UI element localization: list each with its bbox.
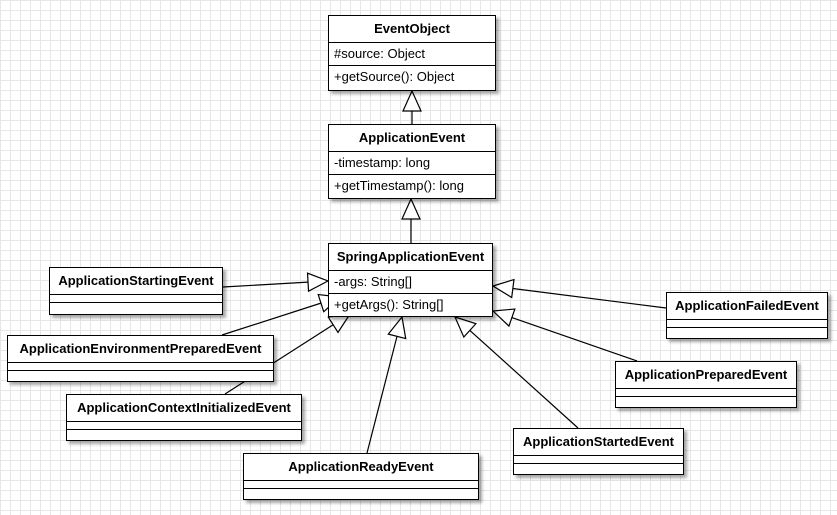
methods-section	[67, 429, 301, 438]
methods-section	[514, 463, 683, 472]
attributes-section	[50, 294, 222, 302]
methods-section	[8, 370, 273, 379]
class-application-started-event[interactable]: ApplicationStartedEvent	[513, 428, 684, 475]
methods-section	[244, 488, 478, 497]
method: +getTimestamp(): long	[334, 178, 464, 193]
method: +getSource(): Object	[334, 69, 455, 84]
class-application-environment-prepared-event[interactable]: ApplicationEnvironmentPreparedEvent	[7, 335, 274, 382]
edge-application-event-to-event-object	[402, 89, 422, 124]
methods-section: +getSource(): Object	[329, 65, 495, 88]
edge-spring-event-to-application-event	[401, 197, 421, 243]
class-name: ApplicationFailedEvent	[675, 298, 819, 313]
attribute: -args: String[]	[334, 274, 413, 289]
edge-started-to-spring	[453, 316, 579, 429]
attribute: -timestamp: long	[334, 155, 431, 170]
class-name: ApplicationReadyEvent	[288, 459, 434, 474]
generalization-arrowhead	[491, 278, 515, 299]
class-name: ApplicationEnvironmentPreparedEvent	[19, 341, 262, 356]
class-application-prepared-event[interactable]: ApplicationPreparedEvent	[615, 361, 797, 408]
methods-section: +getArgs(): String[]	[329, 293, 492, 316]
attributes-section: #source: Object	[329, 42, 495, 65]
class-application-failed-event[interactable]: ApplicationFailedEvent	[666, 292, 828, 339]
class-application-context-initialized-event[interactable]: ApplicationContextInitializedEvent	[66, 394, 302, 441]
class-name: ApplicationEvent	[358, 130, 466, 145]
methods-section: +getTimestamp(): long	[329, 174, 495, 197]
edge-line	[224, 324, 334, 395]
attributes-section	[8, 362, 273, 370]
class-name: ApplicationStartingEvent	[58, 273, 214, 288]
methods-section	[50, 302, 222, 311]
edge-line	[512, 287, 667, 309]
class-name: SpringApplicationEvent	[336, 249, 485, 264]
generalization-arrowhead	[387, 315, 407, 340]
class-name: ApplicationPreparedEvent	[624, 367, 788, 382]
attributes-section: -args: String[]	[329, 270, 492, 293]
methods-section	[616, 396, 796, 405]
generalization-arrowhead	[402, 89, 422, 112]
generalization-arrowhead	[401, 197, 421, 220]
class-application-starting-event[interactable]: ApplicationStartingEvent	[49, 267, 223, 315]
edge-line	[221, 302, 322, 336]
class-spring-application-event[interactable]: SpringApplicationEvent -args: String[] +…	[328, 243, 493, 317]
edge-prepared-to-spring	[491, 308, 638, 362]
class-application-event[interactable]: ApplicationEvent -timestamp: long +getTi…	[328, 124, 496, 199]
attributes-section: -timestamp: long	[329, 151, 495, 174]
class-name: EventObject	[374, 21, 450, 36]
attributes-section	[616, 388, 796, 396]
class-event-object[interactable]: EventObject #source: Object +getSource()…	[328, 15, 496, 91]
generalization-arrowhead	[306, 272, 330, 293]
class-name: ApplicationContextInitializedEvent	[77, 400, 291, 415]
class-application-ready-event[interactable]: ApplicationReadyEvent	[243, 453, 479, 500]
edge-environment-prepared-to-spring	[221, 293, 342, 336]
methods-section	[667, 327, 827, 336]
attributes-section	[514, 455, 683, 463]
edge-starting-to-spring	[222, 272, 330, 293]
edge-failed-to-spring	[491, 278, 667, 309]
class-name: ApplicationStartedEvent	[523, 434, 674, 449]
generalization-arrowhead	[453, 316, 477, 339]
edge-line	[511, 316, 638, 362]
attributes-section	[67, 421, 301, 429]
edge-ready-to-spring	[366, 315, 407, 454]
generalization-arrowhead	[491, 308, 516, 328]
edge-line	[469, 329, 579, 429]
attributes-section	[244, 480, 478, 488]
attributes-section	[667, 319, 827, 327]
edge-line	[222, 281, 309, 288]
edge-line	[366, 336, 398, 454]
attribute: #source: Object	[334, 46, 426, 61]
method: +getArgs(): String[]	[334, 297, 444, 312]
